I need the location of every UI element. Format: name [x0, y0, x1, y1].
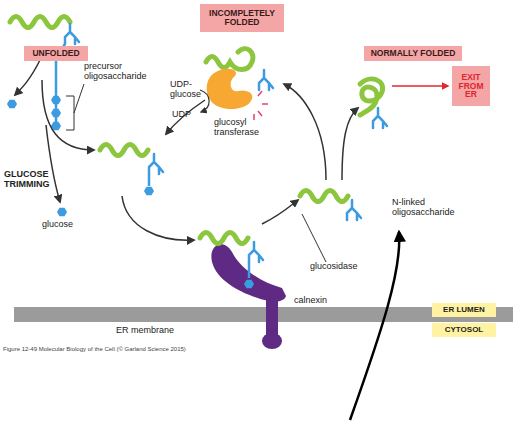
oligosaccharide — [259, 70, 273, 90]
figure-caption: Figure 12-49 Molecular Biology of the Ce… — [3, 346, 186, 352]
node-text: INCOMPLETELY FOLDED — [200, 9, 284, 27]
node-text: EXIT FROM ER — [452, 73, 490, 100]
oligosaccharide — [347, 200, 361, 220]
pointer-arrow — [350, 232, 399, 420]
state-label: INCOMPLETELY FOLDED — [200, 4, 284, 32]
node-text: ER LUMEN — [443, 306, 485, 314]
unfolded-protein — [10, 17, 70, 28]
cycle-arrow — [262, 200, 298, 224]
glucosyl-transferase — [207, 69, 253, 109]
cycle-arrow — [42, 80, 94, 150]
state-label: UNFOLDED — [24, 46, 88, 61]
oligosaccharide — [249, 242, 263, 262]
glucose-link — [148, 174, 151, 186]
cycle-arrow — [166, 100, 205, 134]
state-label: NORMALLY FOLDED — [364, 46, 462, 61]
leader-line — [302, 214, 326, 262]
molecule-label: glucose — [42, 220, 86, 230]
glucose-hexagon — [51, 109, 61, 118]
cycle-arrow — [122, 196, 194, 240]
part-label: precursor oligosaccharide — [84, 62, 164, 82]
molecule-label: UDP-glucose — [170, 80, 200, 100]
glucose-hexagon — [244, 280, 254, 289]
enzyme-label: glucosyl transferase — [214, 118, 274, 138]
protein — [200, 233, 248, 244]
molecule-label: UDP — [172, 110, 202, 120]
compartment-label: ER LUMEN — [432, 303, 496, 317]
trim-arrow — [15, 60, 40, 95]
membrane-label: ER membrane — [116, 326, 186, 336]
calnexin-anchor — [262, 333, 282, 349]
fold-arrow — [342, 108, 358, 180]
process-label: GLUCOSE TRIMMING — [4, 170, 66, 190]
node-text: UNFOLDED — [32, 49, 79, 58]
released-glucose — [57, 208, 67, 217]
udp-arrow — [200, 90, 209, 112]
oligosaccharide — [65, 24, 79, 44]
exit-box: EXIT FROM ER — [452, 66, 490, 106]
glucose-hexagon — [51, 96, 61, 105]
oligosaccharide — [373, 108, 387, 128]
bracket — [66, 84, 84, 130]
protein — [206, 49, 253, 70]
calnexin-lobe — [211, 244, 286, 302]
oligosaccharide — [149, 154, 163, 174]
enzyme-label: glucosidase — [310, 262, 370, 272]
protein-label: calnexin — [294, 296, 344, 306]
trim-arrow — [46, 125, 60, 202]
cycle-arrow — [284, 84, 326, 180]
part-label: N-linked oligosaccharide — [392, 198, 476, 218]
compartment-label: CYTOSOL — [432, 323, 496, 337]
glucose-hexagon — [144, 187, 154, 196]
released-glucose — [7, 100, 17, 109]
protein — [100, 145, 148, 156]
glucose-link — [248, 262, 251, 278]
activity-burst — [254, 91, 268, 120]
protein — [300, 191, 348, 202]
node-text: CYTOSOL — [445, 326, 484, 334]
node-text: NORMALLY FOLDED — [371, 49, 456, 58]
exit-arrow — [392, 85, 448, 87]
calnexin-stem — [266, 296, 278, 336]
